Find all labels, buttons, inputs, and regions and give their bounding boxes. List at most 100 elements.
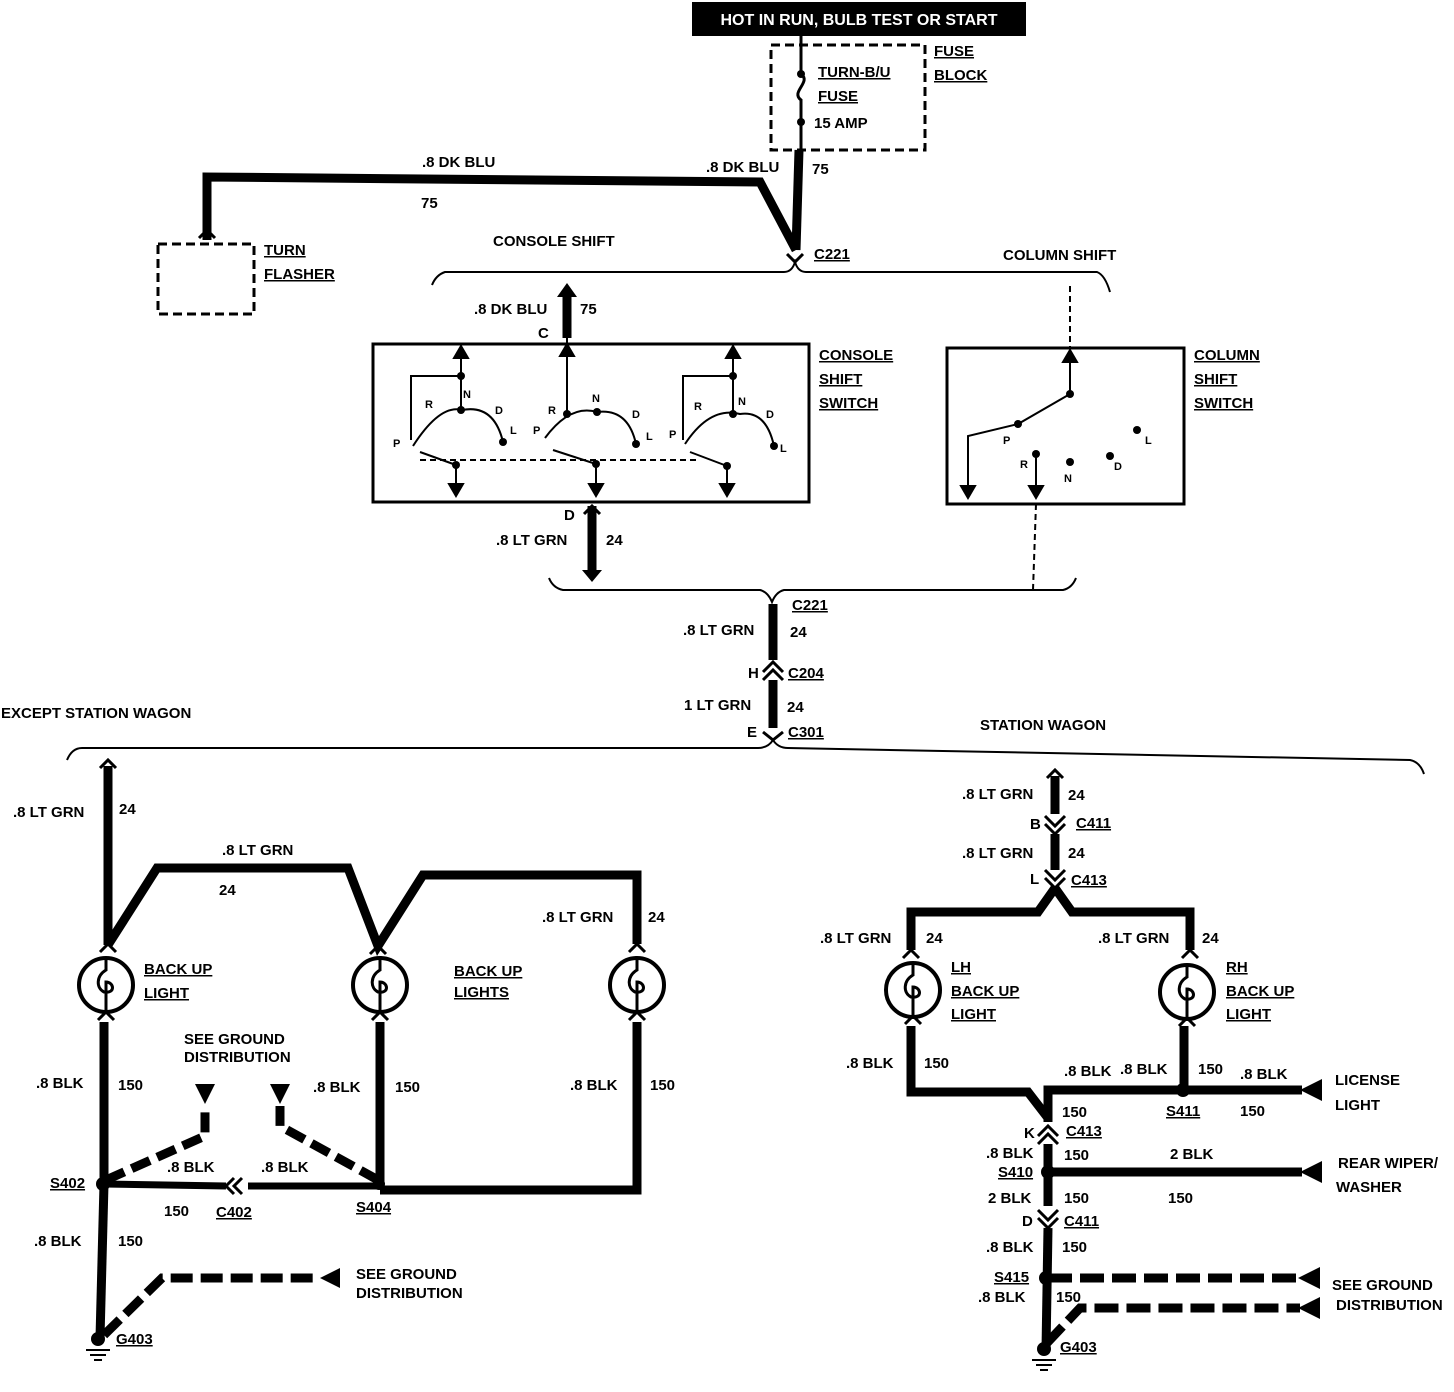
svg-text:D: D: [1114, 461, 1122, 473]
connector-c411-top-label: C411: [1076, 815, 1111, 832]
svg-text:L: L: [510, 425, 517, 437]
rh-backup-light-label-1: BACK UP: [1226, 983, 1294, 1000]
wire-code-150-g: 150: [1198, 1061, 1223, 1078]
console-switch-contacts: [452, 372, 778, 470]
splice-s411-label: S411: [1166, 1103, 1200, 1120]
rear-wiper-label-1: REAR WIPER/: [1338, 1155, 1439, 1172]
splice-s411: [1176, 1083, 1190, 1097]
svg-text:R: R: [548, 405, 556, 417]
ground-dist-label-left-3: SEE GROUND: [356, 1266, 457, 1283]
ground-dist-label-left-4: DISTRIBUTION: [356, 1285, 463, 1302]
splice-s410-label: S410: [998, 1164, 1033, 1181]
wire-label-ltgrn-b: .8 LT GRN: [683, 622, 754, 639]
wire-label-2blk-a: 2 BLK: [1170, 1146, 1214, 1163]
console-shift-switch-box: [371, 342, 811, 504]
ground-g403-left-label: G403: [116, 1331, 153, 1348]
column-shift-label: COLUMN SHIFT: [1003, 247, 1116, 264]
svg-text:D: D: [766, 409, 774, 421]
license-light-arrow: [1300, 1079, 1322, 1101]
ground-arrow-left-1: [195, 1084, 215, 1104]
fuse-name-2: FUSE: [818, 88, 858, 105]
vehicle-option-bracket: [66, 738, 1425, 775]
wire-label-ltgrn-e: .8 LT GRN: [542, 909, 613, 926]
wire-label-blk-d: .8 BLK: [167, 1159, 215, 1176]
right-circuit: [906, 767, 1195, 950]
svg-text:R: R: [1020, 459, 1028, 471]
ground-dist-label-right-1: SEE GROUND: [1332, 1277, 1433, 1294]
connector-c413-top-label: C413: [1071, 872, 1107, 889]
rh-label: RH: [1226, 959, 1248, 976]
column-shift-switch-box: [945, 346, 1186, 506]
svg-text:R: R: [425, 399, 433, 411]
fuse-name-1: TURN-B/U: [818, 64, 891, 81]
wire-label-dkblu-b: .8 DK BLU: [422, 154, 495, 171]
wire-label-blk-b: .8 BLK: [313, 1079, 361, 1096]
fuse-block-label-1: FUSE: [934, 43, 974, 60]
wire-code-75-b: 75: [421, 195, 438, 212]
column-switch-label-3: SWITCH: [1194, 395, 1253, 412]
wire-code-150-j: 150: [1064, 1147, 1089, 1164]
wire-code-150-m: 150: [1062, 1239, 1087, 1256]
column-switch-position-labels: P R N D L: [1003, 435, 1152, 485]
backup-lights-label-2: LIGHTS: [454, 984, 509, 1001]
fuse-node-top: [797, 70, 805, 78]
wire-code-150-a: 150: [118, 1077, 143, 1094]
wire-label-dkblu-a: .8 DK BLU: [706, 159, 779, 176]
wire-label-blk-c: .8 BLK: [570, 1077, 618, 1094]
connector-c204-label: C204: [788, 665, 825, 682]
wire-code-150-f: 150: [924, 1055, 949, 1072]
column-switch-contacts: [1014, 390, 1141, 466]
shift-option-bracket: [431, 258, 1111, 293]
ground-arrow-left-2: [270, 1084, 290, 1104]
wire-label-blk-h: .8 BLK: [1064, 1063, 1112, 1080]
ground-arrow-left-3: [320, 1268, 340, 1288]
pin-e: E: [747, 724, 757, 741]
wire-label-ltgrn-c: .8 LT GRN: [13, 804, 84, 821]
svg-text:L: L: [780, 443, 787, 455]
wire-label-blk-f: .8 BLK: [34, 1233, 82, 1250]
pin-k: K: [1024, 1125, 1035, 1142]
console-shift-label: CONSOLE SHIFT: [493, 233, 615, 250]
connector-c411-bottom-label: C411: [1064, 1213, 1099, 1230]
svg-text:L: L: [646, 431, 653, 443]
fuse-amp: 15 AMP: [814, 115, 868, 132]
pin-d-wagon: D: [1022, 1213, 1033, 1230]
license-light-label-1: LICENSE: [1335, 1072, 1400, 1089]
wire-label-dkblu-c: .8 DK BLU: [474, 301, 547, 318]
bulb-icon-rh: [1158, 947, 1216, 1028]
wire-code-150-e: 150: [118, 1233, 143, 1250]
wire-code-24-f: 24: [648, 909, 665, 926]
wire-label-blk-j: .8 BLK: [1240, 1066, 1288, 1083]
svg-text:N: N: [463, 389, 471, 401]
wire-code-150-c: 150: [650, 1077, 675, 1094]
bulb-icon-lh: [884, 947, 942, 1026]
splice-s415-label: S415: [994, 1269, 1029, 1286]
wire-label-2blk-b: 2 BLK: [988, 1190, 1032, 1207]
wire-label-ltgrn-h: .8 LT GRN: [820, 930, 891, 947]
console-input-arrow: [557, 283, 577, 297]
column-switch-internals: [959, 348, 1079, 500]
ground-arrow-right-1: [1298, 1267, 1320, 1289]
wire-code-150-k: 150: [1064, 1190, 1089, 1207]
wire-code-24-a: 24: [606, 532, 623, 549]
wire-code-24-j: 24: [1202, 930, 1219, 947]
wire-code-24-b: 24: [790, 624, 807, 641]
power-header-box: [692, 2, 1026, 36]
connector-c301-label: C301: [788, 724, 824, 741]
wire-label-blk-l: .8 BLK: [986, 1239, 1034, 1256]
svg-text:P: P: [533, 425, 540, 437]
splice-s402-label: S402: [50, 1175, 85, 1192]
bulb-icon-left-2: [351, 943, 409, 1022]
wire-dkblu-flasher: [202, 172, 800, 253]
svg-text:N: N: [1064, 473, 1072, 485]
console-switch-label-1: CONSOLE: [819, 347, 893, 364]
rear-wiper-label-2: WASHER: [1336, 1179, 1402, 1196]
wire-dkblu-main: [791, 149, 804, 251]
flasher-connector: [197, 227, 217, 240]
turn-flasher-box: [156, 242, 256, 316]
wire-code-24-g: 24: [1068, 787, 1085, 804]
connector-c221-mid-label: C221: [792, 597, 828, 614]
wire-label-blk-k: .8 BLK: [986, 1145, 1034, 1162]
wire-label-ltgrn-d: .8 LT GRN: [222, 842, 293, 859]
